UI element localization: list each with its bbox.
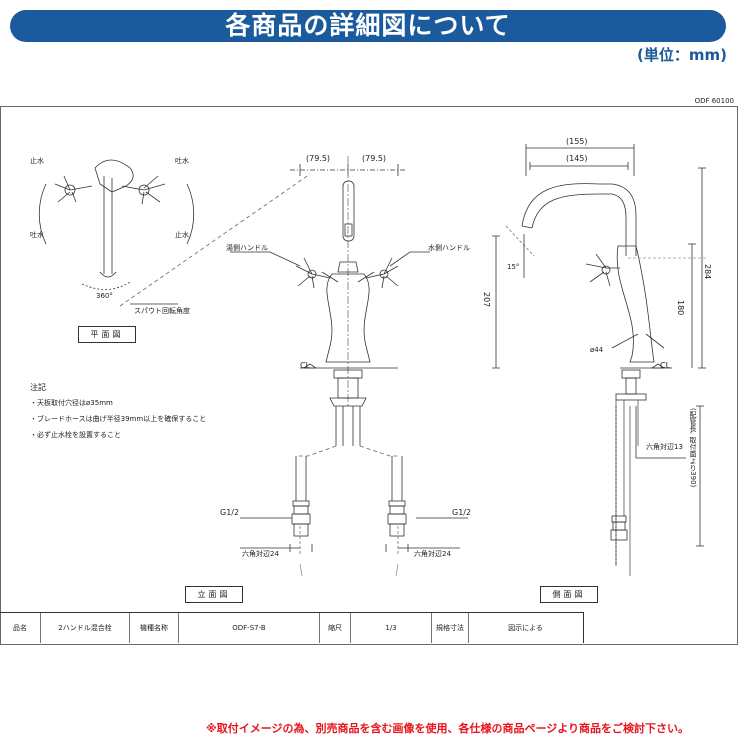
unit-label: (単位：mm) <box>637 46 727 64</box>
front-cl-label: CL <box>300 361 311 370</box>
title-block-product-label: 品名 <box>0 613 41 643</box>
side-dim-inner: (145) <box>566 154 588 163</box>
title-block-scale-label: 縮尺 <box>320 613 351 643</box>
footer-note: ※取付イメージの為、別売商品を含む画像を使用、各仕様の商品ページより商品をご検討… <box>206 722 690 735</box>
side-hose-length: (配管長, 取付面より390) <box>689 408 697 488</box>
side-cl-label: CL <box>660 361 671 370</box>
front-view <box>240 156 468 577</box>
front-hex-right: 六角対辺24 <box>414 550 451 558</box>
side-dim-outer: (155) <box>566 137 588 146</box>
title-block-product-name: 2ハンドル混合栓 <box>41 613 130 643</box>
side-hex: 六角対辺13 <box>646 443 683 451</box>
front-hex-left: 六角対辺24 <box>242 550 279 558</box>
side-view-label: 側面図 <box>540 586 598 603</box>
drawing-lines <box>0 106 738 645</box>
title-block: 品名 2ハンドル混合栓 機種名称 ODF-S7-B 縮尺 1/3 規格寸法 図示… <box>0 612 584 643</box>
plan-label-spout-bottom-left: 吐水 <box>30 231 44 239</box>
plan-label-spout-top-right: 吐水 <box>175 157 189 165</box>
plan-label-stop-bottom-right: 止水 <box>175 231 189 239</box>
page-title-banner: 各商品の詳細図について <box>10 10 726 42</box>
title-block-standard: 図示による <box>508 624 543 632</box>
hot-handle-label: 湯側ハンドル <box>226 244 268 252</box>
side-angle: 15° <box>507 263 520 271</box>
front-thread-right: G1/2 <box>452 508 472 517</box>
side-height-180: 180 <box>676 300 685 316</box>
front-dim-right: (79.5) <box>362 154 387 163</box>
cold-handle-label: 水側ハンドル <box>428 244 470 252</box>
front-dim-left: (79.5) <box>306 154 331 163</box>
title-block-scale: 1/3 <box>351 613 432 643</box>
plan-label-stop-top-left: 止水 <box>30 157 44 165</box>
note-item: ・ブレードホースは曲げ半径39mm以上を確保すること <box>30 415 207 423</box>
plan-angle: 360° <box>96 292 113 300</box>
title-block-model: ODF-S7-B <box>179 613 320 643</box>
title-block-standard-label: 規格寸法 <box>432 613 469 643</box>
side-view <box>492 144 706 576</box>
title-block-model-label: 機種名称 <box>130 613 179 643</box>
note-item: ・必ず止水栓を設置すること <box>30 431 121 439</box>
notes-title: 注記 <box>30 383 46 392</box>
model-code: ODF 60100 <box>694 97 734 105</box>
note-item: ・天板取付穴径はø35mm <box>30 399 113 407</box>
front-thread-left: G1/2 <box>220 508 240 517</box>
technical-drawing: ODF 60100 止水 吐水 吐水 止水 360° スパウト回転角度 平面図 … <box>0 97 738 645</box>
side-height-total: 284 <box>703 264 712 280</box>
side-diameter: ø44 <box>590 346 604 354</box>
spout-rotation-label: スパウト回転角度 <box>134 307 190 315</box>
plan-view <box>38 159 195 305</box>
front-view-label: 立面図 <box>185 586 243 603</box>
plan-view-label: 平面図 <box>78 326 136 343</box>
side-height-207: 207 <box>482 292 491 308</box>
